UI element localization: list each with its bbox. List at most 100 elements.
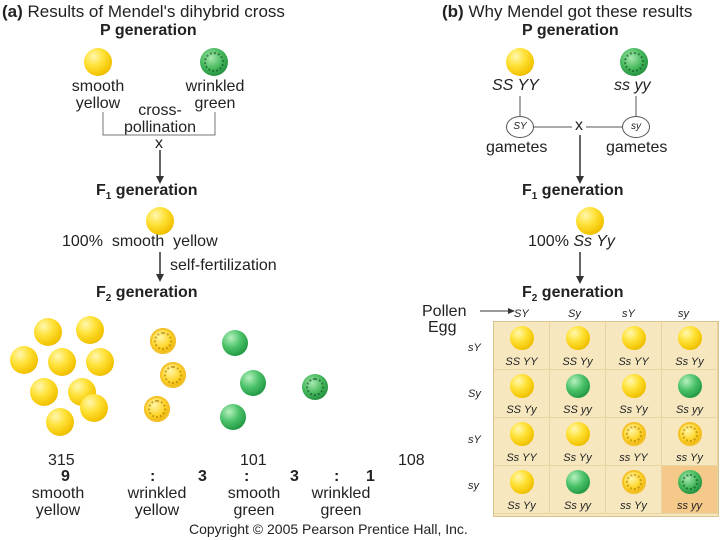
f2-wrinkled-yellow-pea <box>144 396 170 422</box>
punnett-cell: ss Yy <box>662 418 718 466</box>
punnett-pea <box>566 326 590 350</box>
punnett-genotype-label: Ss yy <box>676 404 703 416</box>
punnett-genotype-label: SS Yy <box>506 404 537 416</box>
punnett-genotype-label: ss Yy <box>620 500 647 512</box>
gametes-label-left: gametes <box>486 139 548 156</box>
parent1-label-line2: yellow <box>75 95 121 112</box>
f1-sub: 1 <box>105 191 112 203</box>
parent2-label-line2: green <box>194 95 236 112</box>
pheno-1b: yellow <box>35 502 81 519</box>
panel-b-p-generation: P generation <box>522 22 619 39</box>
col-header-2: Sy <box>568 308 581 320</box>
f1-phenotype-label: 100% smooth yellow <box>62 233 218 250</box>
punnett-cell: ss yy <box>662 466 718 514</box>
punnett-genotype-label: Ss YY <box>618 356 649 368</box>
gamete-x: x <box>575 117 583 134</box>
punnett-pea <box>510 374 534 398</box>
punnett-pea <box>510 470 534 494</box>
parent2-label-line1: wrinkled <box>185 78 245 95</box>
panel-b-f2-generation: F2 generation <box>522 284 624 304</box>
panel-a-letter: (a) <box>2 2 23 21</box>
b-f1-pea <box>576 207 604 235</box>
ratio-colon-3: : <box>334 468 340 485</box>
pheno-3a: smooth <box>227 485 281 502</box>
parent1-label: smooth yellow <box>60 78 136 112</box>
f2-smooth-yellow-pea <box>80 394 108 422</box>
f1-f: F <box>96 182 106 199</box>
punnett-cell: SS yy <box>550 370 606 418</box>
row-header-2: Sy <box>468 388 481 400</box>
pheno-2a: wrinkled <box>127 485 187 502</box>
punnett-cell: Ss Yy <box>494 466 550 514</box>
wrinkled-green-parent-pea <box>200 48 228 76</box>
ratio-3a: 3 <box>198 468 207 485</box>
punnett-genotype-label: Ss Yy <box>507 500 536 512</box>
punnett-cell: Ss Yy <box>606 370 662 418</box>
row-header-1: sY <box>468 342 481 354</box>
pheno-4b: green <box>320 502 362 519</box>
f2-smooth-yellow-pea <box>10 346 38 374</box>
pheno-3b: green <box>233 502 275 519</box>
punnett-cell: ss Yy <box>606 466 662 514</box>
punnett-cell: SS YY <box>494 322 550 370</box>
f2-rest: generation <box>111 284 198 301</box>
cross-pollination-label: cross- pollination <box>112 102 208 136</box>
punnett-pea <box>566 470 590 494</box>
punnett-genotype-label: ss Yy <box>676 452 703 464</box>
punnett-cell: SS Yy <box>550 322 606 370</box>
panel-a-p-generation: P generation <box>100 22 197 39</box>
b-f2-sub: 2 <box>531 293 538 305</box>
cross-label-line2: pollination <box>123 119 197 136</box>
pheno-4a: wrinkled <box>311 485 371 502</box>
panel-a-connectors <box>102 112 216 282</box>
punnett-cell: Ss YY <box>494 418 550 466</box>
punnett-cell: Ss yy <box>662 370 718 418</box>
f1-pea <box>146 207 174 235</box>
punnett-genotype-label: ss YY <box>619 452 648 464</box>
pheno-1a: smooth <box>31 485 85 502</box>
b-f1-geno: Ss Yy <box>573 233 615 250</box>
ratio-3b: 3 <box>290 468 299 485</box>
punnett-pea <box>510 326 534 350</box>
f2-smooth-green-pea <box>220 404 246 430</box>
f2-smooth-green-pea <box>240 370 266 396</box>
f2-smooth-yellow-pea <box>34 318 62 346</box>
f2-smooth-yellow-pea <box>48 348 76 376</box>
egg-label: Egg <box>428 319 457 336</box>
pheno-smooth-yellow: smooth yellow <box>20 485 96 519</box>
ratio-colon-2: : <box>244 468 250 485</box>
panel-a-f1-generation: F1 generation <box>96 182 198 202</box>
panel-b-title: (b) Why Mendel got these results <box>442 2 692 22</box>
punnett-pea <box>678 470 702 494</box>
self-fertilization-label: self-fertilization <box>170 257 277 274</box>
f2-sub: 2 <box>105 293 112 305</box>
ratio-colon-1: : <box>150 468 156 485</box>
cross-label-line1: cross- <box>138 102 182 119</box>
f2-smooth-yellow-pea <box>46 408 74 436</box>
smooth-yellow-parent-pea <box>84 48 112 76</box>
panel-a-title: (a) Results of Mendel's dihybrid cross <box>2 2 285 22</box>
punnett-cell: ss YY <box>606 418 662 466</box>
panel-b-connectors <box>480 96 637 314</box>
row-header-4: sy <box>468 480 479 492</box>
b-f2-rest: generation <box>537 284 624 301</box>
f2-wrinkled-yellow-pea <box>150 328 176 354</box>
punnett-cell: Ss YY <box>606 322 662 370</box>
f1-rest: generation <box>111 182 198 199</box>
b-f1-f: F <box>522 182 532 199</box>
punnett-cell: Ss Yy <box>550 418 606 466</box>
pollen-label: Pollen <box>422 303 467 320</box>
count-wrinkled-yellow: 101 <box>240 452 267 469</box>
punnett-pea <box>678 422 702 446</box>
count-smooth-yellow: 315 <box>48 452 75 469</box>
punnett-genotype-label: SS YY <box>505 356 538 368</box>
col-header-1: SY <box>514 308 529 320</box>
b-f1-rest: generation <box>537 182 624 199</box>
punnett-genotype-label: ss yy <box>676 500 703 512</box>
pheno-2b: yellow <box>134 502 180 519</box>
count-smooth-green: 108 <box>398 452 425 469</box>
parent-ssyy-pea <box>506 48 534 76</box>
punnett-pea <box>566 422 590 446</box>
panel-a-f2-generation: F2 generation <box>96 284 198 304</box>
